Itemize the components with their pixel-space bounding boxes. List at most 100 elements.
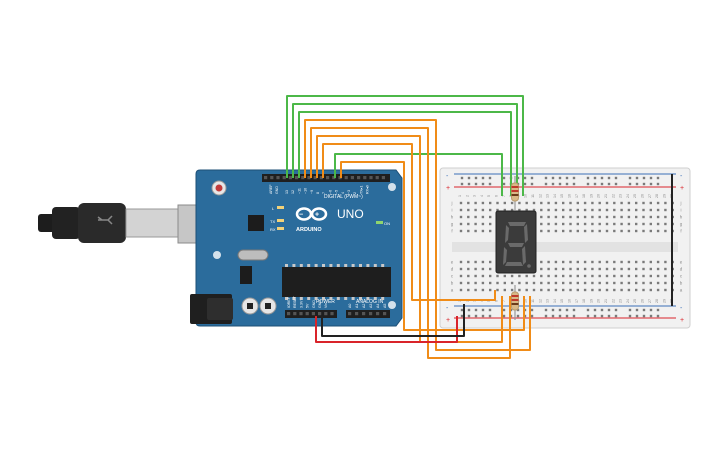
- breadboard-hole[interactable]: [600, 308, 604, 312]
- breadboard-hole[interactable]: [516, 308, 520, 312]
- header-hole[interactable]: [369, 176, 373, 180]
- breadboard-hole[interactable]: [554, 229, 558, 233]
- breadboard-hole[interactable]: [576, 201, 579, 205]
- breadboard-hole[interactable]: [591, 260, 594, 264]
- breadboard-hole[interactable]: [569, 260, 572, 264]
- breadboard-hole[interactable]: [569, 267, 572, 271]
- breadboard-hole[interactable]: [540, 229, 543, 233]
- breadboard-hole[interactable]: [460, 176, 464, 180]
- resistor-bottom[interactable]: [511, 285, 519, 320]
- wire-green[interactable]: [298, 111, 512, 196]
- breadboard-hole[interactable]: [572, 314, 576, 318]
- breadboard-hole[interactable]: [614, 314, 618, 318]
- breadboard-hole[interactable]: [628, 314, 632, 318]
- header-hole[interactable]: [282, 176, 286, 180]
- breadboard-hole[interactable]: [642, 308, 646, 312]
- breadboard-hole[interactable]: [593, 176, 597, 180]
- breadboard-hole[interactable]: [576, 229, 579, 233]
- wire-green[interactable]: [334, 153, 503, 196]
- breadboard-hole[interactable]: [544, 314, 548, 318]
- header-hole[interactable]: [270, 176, 274, 180]
- breadboard-hole[interactable]: [593, 182, 597, 186]
- breadboard-hole[interactable]: [656, 281, 660, 285]
- breadboard-hole[interactable]: [554, 208, 558, 212]
- breadboard-hole[interactable]: [642, 176, 646, 180]
- breadboard-hole[interactable]: [642, 215, 645, 219]
- breadboard-hole[interactable]: [562, 208, 565, 212]
- breadboard-hole[interactable]: [649, 182, 653, 186]
- breadboard-hole[interactable]: [474, 260, 477, 264]
- wire-orange[interactable]: [310, 127, 511, 359]
- breadboard-hole[interactable]: [488, 182, 492, 186]
- breadboard-hole[interactable]: [518, 274, 521, 278]
- breadboard-hole[interactable]: [656, 182, 660, 186]
- breadboard-hole[interactable]: [572, 182, 576, 186]
- breadboard-hole[interactable]: [642, 229, 645, 233]
- breadboard-hole[interactable]: [554, 201, 558, 205]
- breadboard-hole[interactable]: [583, 229, 587, 233]
- breadboard-hole[interactable]: [532, 288, 536, 292]
- breadboard-hole[interactable]: [489, 201, 492, 205]
- breadboard-hole[interactable]: [614, 176, 618, 180]
- breadboard-hole[interactable]: [474, 176, 478, 180]
- breadboard-hole[interactable]: [656, 308, 660, 312]
- breadboard-hole[interactable]: [635, 288, 638, 292]
- breadboard-hole[interactable]: [518, 208, 521, 212]
- breadboard-hole[interactable]: [467, 176, 471, 180]
- breadboard-hole[interactable]: [481, 222, 485, 226]
- breadboard-hole[interactable]: [627, 260, 631, 264]
- breadboard-hole[interactable]: [576, 281, 579, 285]
- breadboard-hole[interactable]: [607, 182, 611, 186]
- breadboard-hole[interactable]: [489, 222, 492, 226]
- breadboard-hole[interactable]: [627, 229, 631, 233]
- breadboard-hole[interactable]: [628, 182, 632, 186]
- wire-black-gnd[interactable]: [321, 304, 465, 337]
- header-hole[interactable]: [299, 312, 303, 316]
- breadboard-hole[interactable]: [649, 288, 652, 292]
- wire-orange[interactable]: [304, 119, 531, 351]
- breadboard-hole[interactable]: [627, 288, 631, 292]
- breadboard-hole[interactable]: [474, 314, 478, 318]
- breadboard-hole[interactable]: [481, 215, 485, 219]
- header-hole[interactable]: [301, 176, 305, 180]
- header-hole[interactable]: [348, 312, 352, 316]
- breadboard-hole[interactable]: [547, 208, 550, 212]
- breadboard-hole[interactable]: [649, 267, 652, 271]
- breadboard-hole[interactable]: [481, 267, 485, 271]
- breadboard-hole[interactable]: [565, 182, 569, 186]
- breadboard-hole[interactable]: [605, 288, 609, 292]
- breadboard-hole[interactable]: [540, 274, 543, 278]
- breadboard-hole[interactable]: [558, 176, 562, 180]
- breadboard-hole[interactable]: [551, 182, 555, 186]
- breadboard[interactable]: - + - + - + - + 112233445566778899101011…: [439, 167, 691, 329]
- breadboard-hole[interactable]: [613, 229, 616, 233]
- breadboard-hole[interactable]: [656, 229, 660, 233]
- header-hole[interactable]: [295, 176, 299, 180]
- breadboard-hole[interactable]: [613, 208, 616, 212]
- header-hole[interactable]: [383, 312, 387, 316]
- breadboard-hole[interactable]: [510, 288, 514, 292]
- breadboard-hole[interactable]: [474, 308, 478, 312]
- breadboard-hole[interactable]: [540, 267, 543, 271]
- resistor-top[interactable]: [511, 176, 519, 210]
- breadboard-hole[interactable]: [569, 208, 572, 212]
- breadboard-hole[interactable]: [635, 308, 639, 312]
- breadboard-hole[interactable]: [459, 260, 463, 264]
- breadboard-hole[interactable]: [481, 182, 485, 186]
- breadboard-hole[interactable]: [532, 201, 536, 205]
- breadboard-hole[interactable]: [649, 260, 652, 264]
- breadboard-hole[interactable]: [540, 288, 543, 292]
- breadboard-hole[interactable]: [488, 314, 492, 318]
- breadboard-hole[interactable]: [554, 288, 558, 292]
- breadboard-hole[interactable]: [591, 267, 594, 271]
- breadboard-hole[interactable]: [530, 182, 534, 186]
- breadboard-hole[interactable]: [489, 229, 492, 233]
- breadboard-hole[interactable]: [459, 267, 463, 271]
- breadboard-hole[interactable]: [488, 176, 492, 180]
- header-hole[interactable]: [264, 176, 268, 180]
- breadboard-hole[interactable]: [664, 281, 667, 285]
- breadboard-hole[interactable]: [525, 201, 528, 205]
- breadboard-hole[interactable]: [547, 201, 550, 205]
- breadboard-hole[interactable]: [642, 201, 645, 205]
- breadboard-hole[interactable]: [583, 222, 587, 226]
